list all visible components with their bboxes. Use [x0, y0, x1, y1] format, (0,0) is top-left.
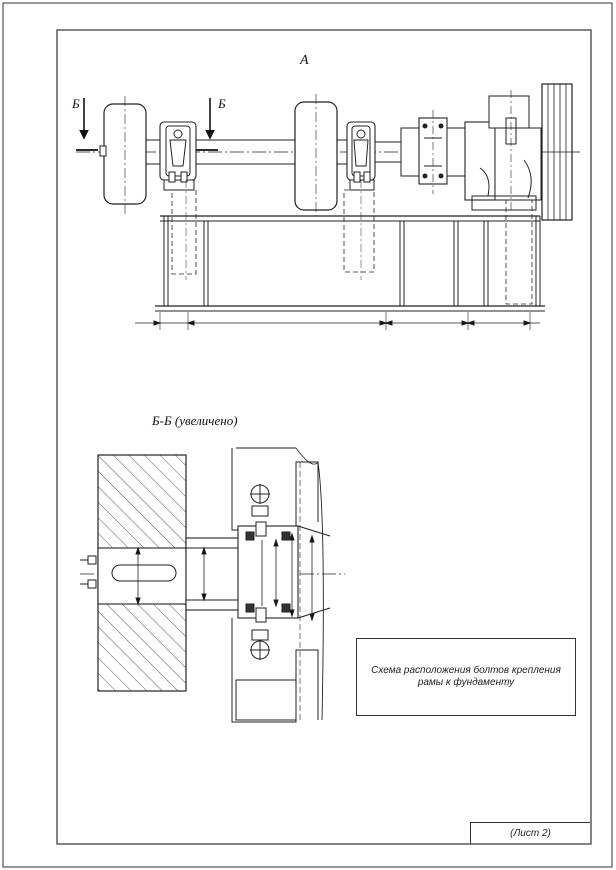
view-a	[76, 83, 580, 330]
bolt-layout-note-text: Схема расположения болтов крепления рамы…	[371, 664, 561, 689]
section-title: Б-Б (увеличено)	[152, 413, 238, 428]
section-mark-right: Б	[218, 96, 226, 111]
view-a-title: А	[300, 53, 309, 68]
bolt-layout-note-box: Схема расположения болтов крепления рамы…	[356, 638, 576, 716]
inner-frame	[56, 29, 592, 845]
section-bb	[80, 447, 345, 723]
sheet-number-label: (Лист 2)	[510, 828, 551, 839]
section-arrows	[76, 98, 218, 151]
sheet-number-box: (Лист 2)	[470, 822, 590, 844]
section-mark-left: Б	[72, 96, 80, 111]
